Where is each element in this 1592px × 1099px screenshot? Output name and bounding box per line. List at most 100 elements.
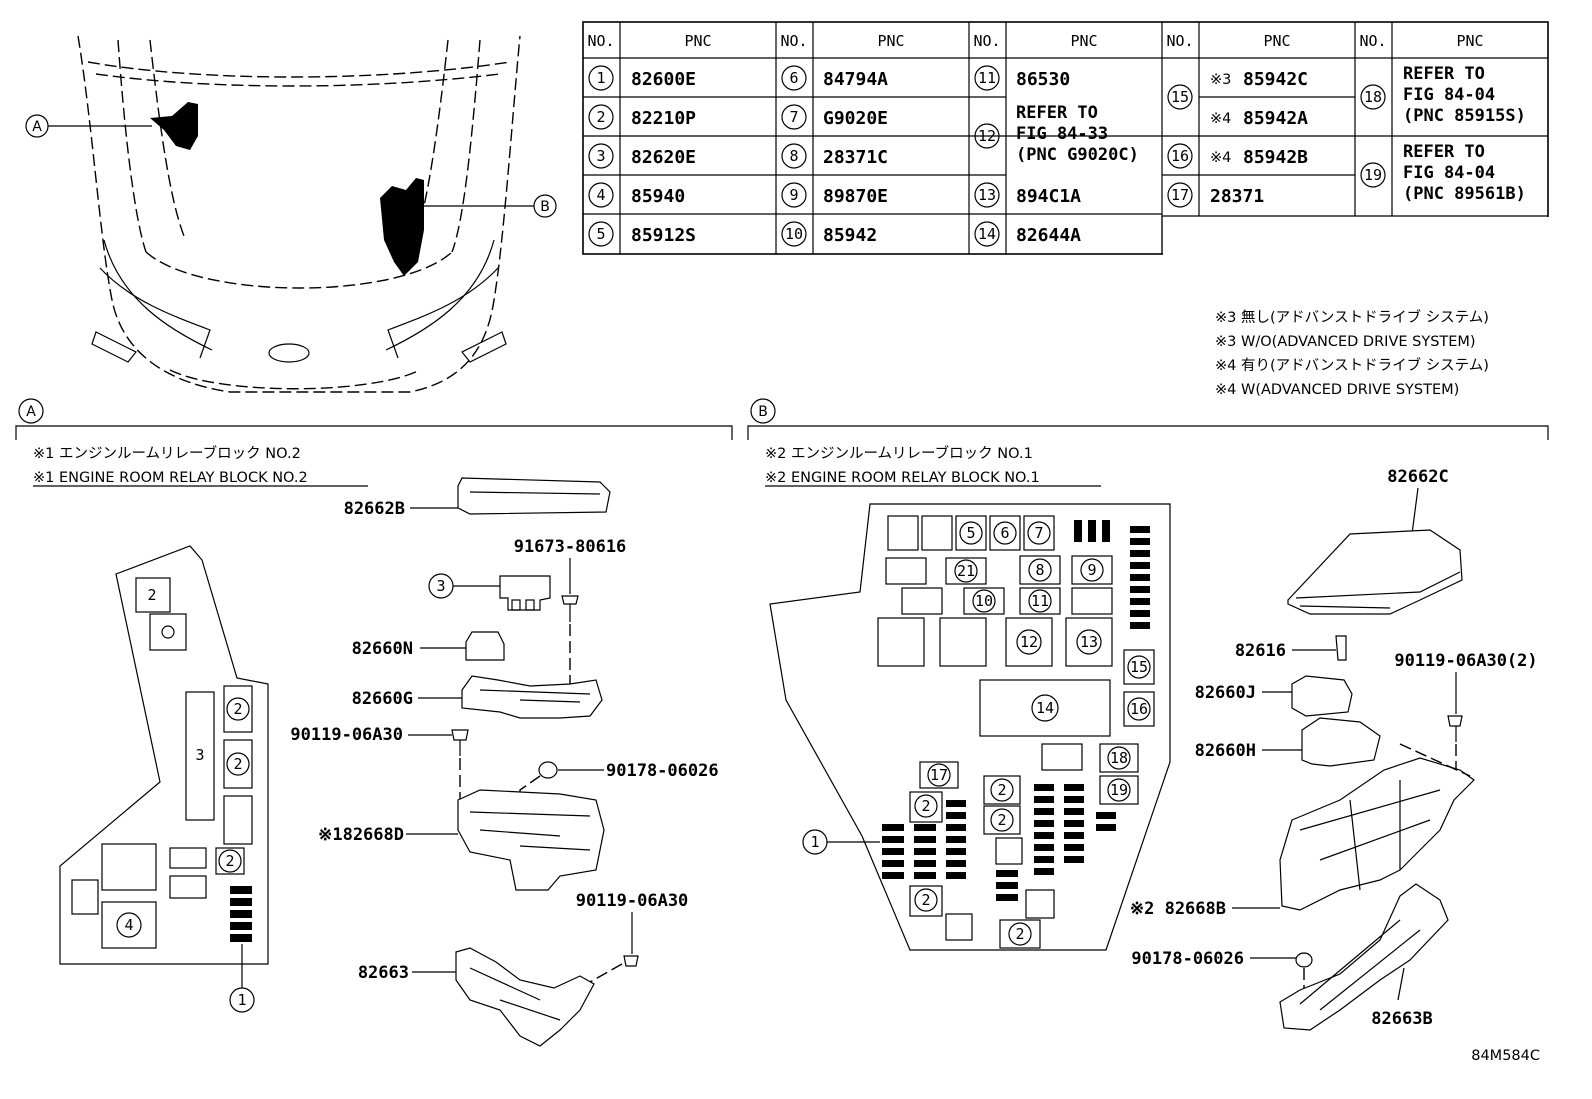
row-pnc: 85942C bbox=[1243, 69, 1308, 90]
row-no: 11 bbox=[978, 69, 996, 87]
note-line: ※4 有り(アドバンストドライブ システム) bbox=[1215, 356, 1489, 374]
row-pnc: 84794A bbox=[823, 69, 888, 90]
fuse-bars bbox=[882, 784, 1116, 901]
label-82660G: 82660G bbox=[352, 689, 413, 709]
label-90119-06A30-b: 90119-06A30 bbox=[576, 891, 689, 911]
block-b-marker: 12 bbox=[1020, 633, 1038, 651]
table-row: 16 ※4 85942B bbox=[1167, 143, 1308, 169]
relay-block-b-location bbox=[380, 178, 424, 276]
part-82660N: 82660N bbox=[352, 631, 505, 661]
row-pnc: 82644A bbox=[1016, 225, 1081, 246]
label-82660N: 82660N bbox=[352, 639, 413, 659]
header-no-1: NO. bbox=[587, 32, 614, 50]
block-a-marker: 2 bbox=[147, 586, 156, 604]
part-82663B: 82663B bbox=[1279, 883, 1449, 1031]
block-b-marker: 5 bbox=[966, 524, 975, 542]
block-b-marker: 8 bbox=[1035, 561, 1044, 579]
section-b-label: B bbox=[758, 404, 768, 420]
part-90119-06A30-a: 90119-06A30 bbox=[290, 725, 469, 800]
row-ref-line: REFER TO bbox=[1016, 103, 1098, 123]
row-no: 18 bbox=[1364, 88, 1382, 106]
row-mark: ※4 bbox=[1210, 150, 1231, 166]
row-no: 12 bbox=[978, 127, 996, 145]
part-82663: 82663 bbox=[358, 947, 595, 1047]
table-row: 15 ※3 85942C ※4 85942A bbox=[1167, 69, 1308, 129]
part-90119-06A30-b: 90119-06A30 bbox=[576, 891, 689, 983]
overview-callout-b: B bbox=[540, 199, 550, 215]
part-82660J: 82660J bbox=[1195, 675, 1353, 717]
part-82662C: 82662C bbox=[1287, 467, 1463, 615]
block-b-marker: 2 bbox=[1015, 925, 1024, 943]
block-b-marker: 18 bbox=[1110, 749, 1128, 767]
table-row: 18 REFER TO FIG 84-04 (PNC 85915S) bbox=[1360, 64, 1526, 126]
row-no: 14 bbox=[978, 225, 996, 243]
table-row: 7 G9020E bbox=[781, 104, 888, 130]
label-82662C: 82662C bbox=[1387, 467, 1448, 487]
header-pnc-5: PNC bbox=[1456, 32, 1483, 50]
row-pnc: 85912S bbox=[631, 225, 696, 246]
label-82663B: 82663B bbox=[1371, 1009, 1432, 1029]
row-no: 7 bbox=[789, 108, 798, 126]
row-pnc: G9020E bbox=[823, 108, 888, 129]
row-ref-line: REFER TO bbox=[1403, 64, 1485, 84]
overview-callout-a: A bbox=[32, 119, 42, 135]
vehicle-overview: A B bbox=[25, 35, 557, 393]
row-no: 15 bbox=[1171, 88, 1189, 106]
table-row: 14 82644A bbox=[974, 221, 1081, 247]
section-a-title-jp: ※1 エンジンルームリレーブロック NO.2 bbox=[33, 444, 301, 462]
notes: ※3 無し(アドバンストドライブ システム) ※3 W/O(ADVANCED D… bbox=[1215, 308, 1489, 398]
row-pnc: 82210P bbox=[631, 108, 696, 129]
block-b-marker: 2 bbox=[997, 781, 1006, 799]
row-pnc: 85940 bbox=[631, 186, 685, 207]
section-b-title-en: ※2 ENGINE ROOM RELAY BLOCK NO.1 bbox=[765, 470, 1040, 486]
label-90178-06026-a: 90178-06026 bbox=[606, 761, 719, 781]
section-b: B ※2 エンジンルームリレーブロック NO.1 ※2 ENGINE ROOM … bbox=[747, 398, 1549, 1031]
part-callout-3: 3 bbox=[428, 573, 551, 611]
header-no-5: NO. bbox=[1359, 32, 1386, 50]
label-82660J: 82660J bbox=[1195, 683, 1256, 703]
label-90178-06026-b: 90178-06026 bbox=[1131, 949, 1244, 969]
header-no-2: NO. bbox=[780, 32, 807, 50]
part-90178-06026-b: 90178-06026 bbox=[1131, 949, 1313, 992]
block-a-marker: 2 bbox=[233, 755, 242, 773]
row-pnc: 82620E bbox=[631, 147, 696, 168]
row-no: 19 bbox=[1364, 166, 1382, 184]
row-mark: ※4 bbox=[1210, 111, 1231, 127]
block-b-marker: 2 bbox=[921, 891, 930, 909]
label-90119-06A30-2: 90119-06A30(2) bbox=[1394, 651, 1537, 671]
row-no: 1 bbox=[596, 69, 605, 87]
section-b-title-jp: ※2 エンジンルームリレーブロック NO.1 bbox=[765, 444, 1033, 462]
row-no: 2 bbox=[596, 108, 605, 126]
block-b-marker: 10 bbox=[975, 592, 993, 610]
label-82660H: 82660H bbox=[1195, 741, 1256, 761]
part-82668B: ※2 82668B bbox=[1130, 743, 1475, 919]
label-82663: 82663 bbox=[358, 963, 409, 983]
header-no-3: NO. bbox=[973, 32, 1000, 50]
row-pnc: 89870E bbox=[823, 186, 888, 207]
block-b-marker: 6 bbox=[1000, 524, 1009, 542]
pnc-table: NO. PNC NO. PNC NO. PNC NO. PNC NO. PNC … bbox=[582, 21, 1549, 255]
block-a-marker: 2 bbox=[225, 852, 234, 870]
table-row: 6 84794A bbox=[781, 65, 888, 91]
label-82668B: ※2 82668B bbox=[1130, 899, 1226, 919]
label-91673-80616: 91673-80616 bbox=[514, 537, 627, 557]
part-82660G: 82660G bbox=[352, 675, 603, 719]
row-no: 6 bbox=[789, 69, 798, 87]
row-pnc: 894C1A bbox=[1016, 186, 1081, 207]
row-pnc: 28371C bbox=[823, 147, 888, 168]
row-no: 10 bbox=[785, 225, 803, 243]
block-b-marker: 14 bbox=[1036, 699, 1054, 717]
row-no: 4 bbox=[596, 186, 605, 204]
table-row: 4 85940 bbox=[588, 182, 685, 208]
block-b-marker: 19 bbox=[1110, 781, 1128, 799]
row-pnc: 85942B bbox=[1243, 147, 1308, 168]
